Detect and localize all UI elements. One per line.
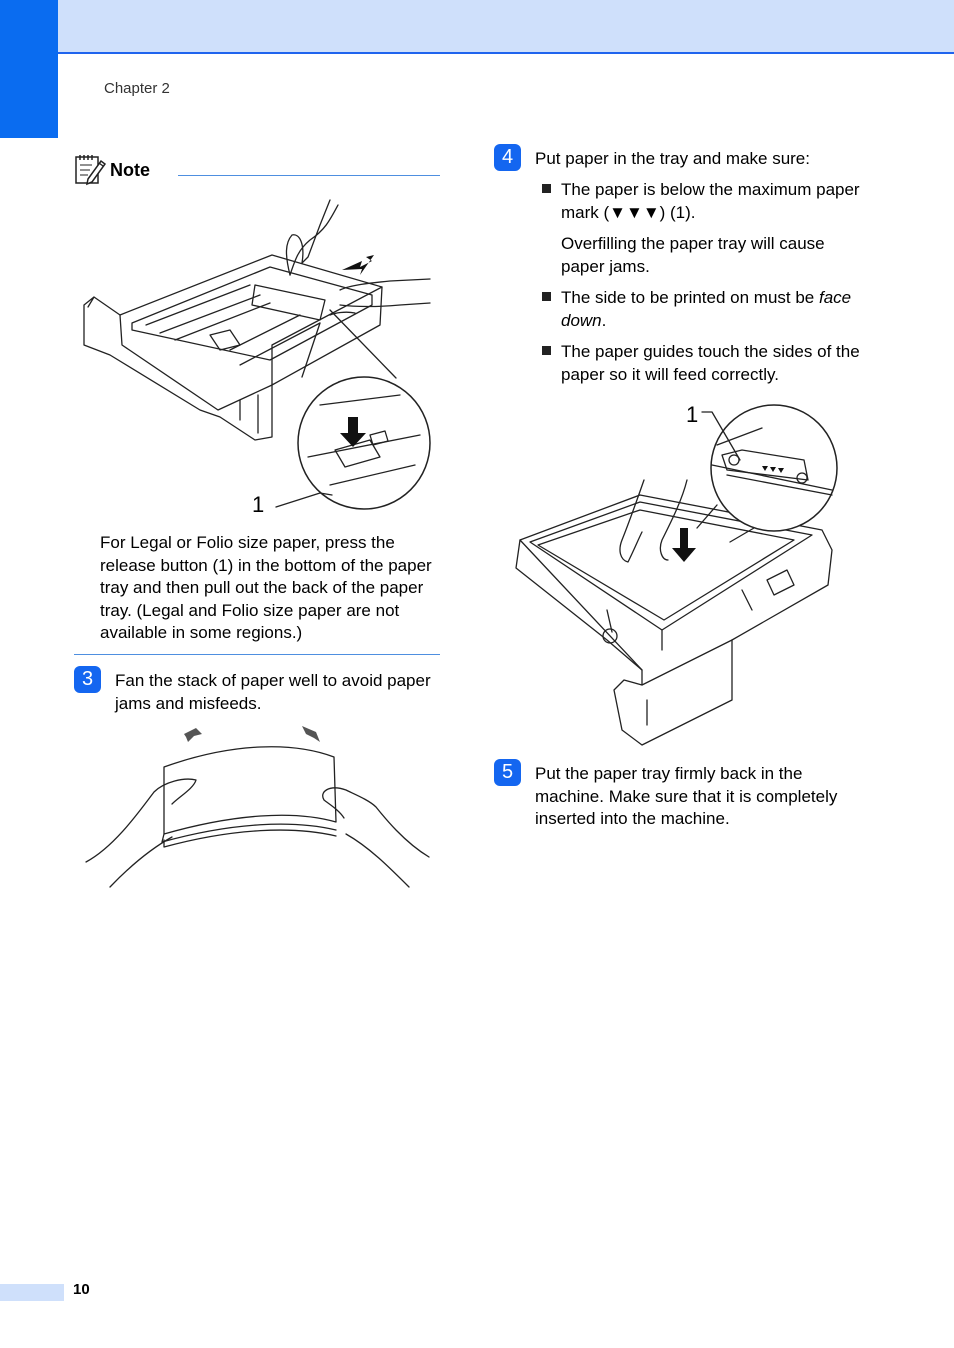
step-4-bullet-1-subtext: Overfilling the paper tray will cause pa… xyxy=(561,234,825,276)
header-band xyxy=(0,0,954,54)
face-down-emphasis: face down xyxy=(561,288,852,330)
bullet-square xyxy=(542,184,551,193)
bullet-square xyxy=(542,346,551,355)
note-text: For Legal or Folio size paper, press the… xyxy=(100,533,432,642)
step-3-badge: 3 xyxy=(74,666,101,693)
page-number: 10 xyxy=(73,1281,90,1298)
step-3-text: Fan the stack of paper well to avoid pap… xyxy=(115,671,431,713)
fan-paper-illustration xyxy=(85,726,430,888)
note-top-rule xyxy=(178,175,440,176)
step-4-text: Put paper in the tray and make sure: xyxy=(535,149,810,168)
step-5-badge: 5 xyxy=(494,759,521,786)
step-4-badge: 4 xyxy=(494,144,521,171)
note-bottom-rule xyxy=(74,654,440,655)
footer-band xyxy=(0,1284,64,1301)
note-figure-callout: 1 xyxy=(252,492,265,517)
chapter-label: Chapter 2 xyxy=(104,80,170,97)
step-4-figure-callout: 1 xyxy=(686,402,699,427)
tray-release-illustration xyxy=(83,199,431,510)
step-4-bullet-1: The paper is below the maximum paper mar… xyxy=(561,180,860,222)
bullet-square xyxy=(542,292,551,301)
step-4-bullet-3: The paper guides touch the sides of the … xyxy=(561,342,860,384)
note-label: Note xyxy=(110,160,150,180)
paper-in-tray-illustration xyxy=(515,404,838,746)
step-4-bullet-2: The side to be printed on must be face d… xyxy=(561,288,852,330)
chapter-tab xyxy=(0,0,58,138)
step-5-text: Put the paper tray firmly back in the ma… xyxy=(535,764,838,828)
note-pencil-icon xyxy=(75,155,107,186)
